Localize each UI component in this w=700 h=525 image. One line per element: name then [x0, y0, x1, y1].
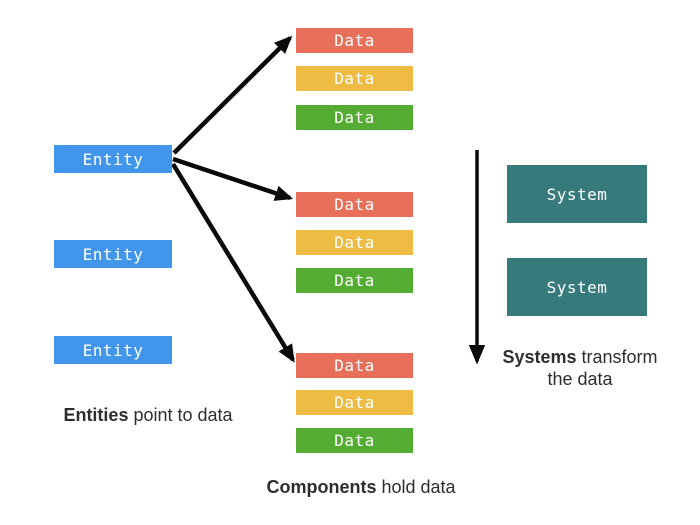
entity-box: Entity [54, 336, 172, 364]
data-box: Data [296, 28, 413, 53]
entities-caption: Entities point to data [20, 404, 276, 426]
data-box: Data [296, 192, 413, 217]
arrow-entity-to-components-top [172, 35, 293, 155]
systems-caption: Systems transform the data [498, 346, 662, 390]
data-box: Data [296, 105, 413, 130]
data-box: Data [296, 66, 413, 91]
components-caption-bold: Components [266, 477, 377, 497]
entity-box: Entity [54, 145, 172, 173]
data-box: Data [296, 428, 413, 453]
data-box: Data [296, 268, 413, 293]
entity-box: Entity [54, 240, 172, 268]
arrow-entity-to-components-bottom [171, 162, 295, 363]
system-box: System [507, 258, 647, 316]
entities-caption-rest: point to data [128, 405, 233, 425]
data-box: Data [296, 353, 413, 378]
systems-caption-bold: Systems [502, 347, 577, 367]
systems-caption-rest: transform the data [547, 347, 658, 389]
components-caption: Components hold data [255, 476, 467, 498]
system-box: System [507, 165, 647, 223]
data-box: Data [296, 230, 413, 255]
components-caption-rest: hold data [376, 477, 456, 497]
data-box: Data [296, 390, 413, 415]
entities-caption-bold: Entities [63, 405, 129, 425]
arrow-entity-to-components-middle [172, 156, 294, 201]
